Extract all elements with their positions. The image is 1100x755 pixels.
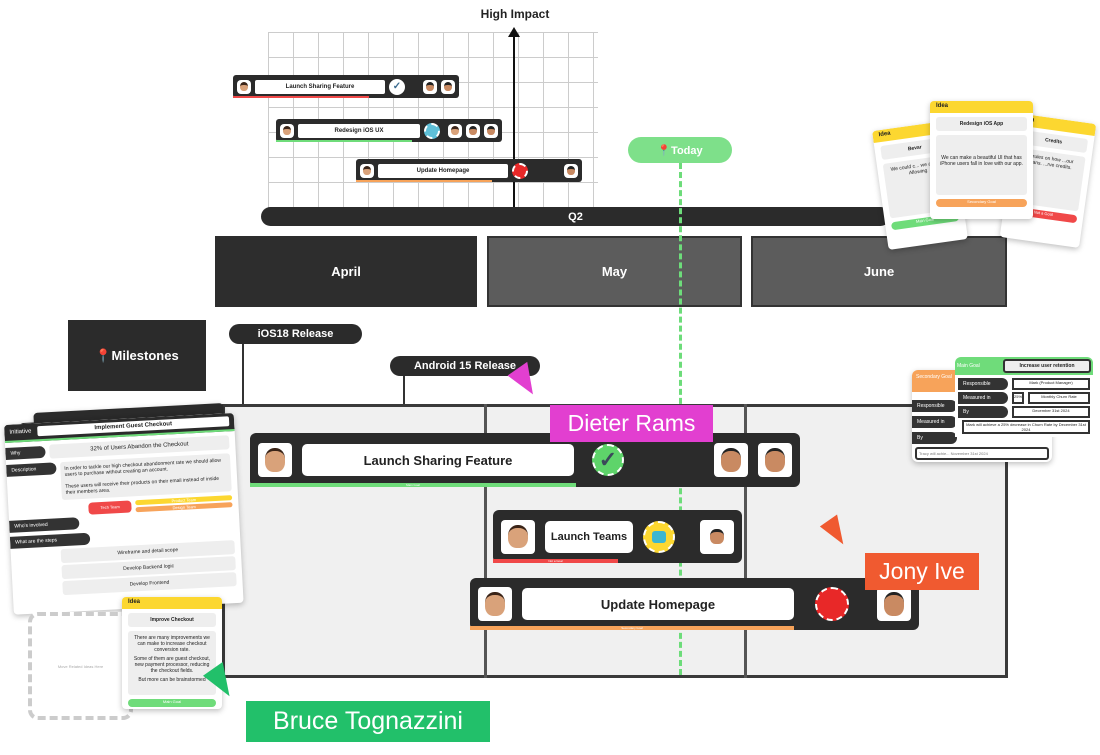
timeline-bar[interactable]: Launch Teams Not a Goal [493, 510, 742, 563]
by-date[interactable]: December 31st 2024 [1012, 406, 1090, 418]
description-text: These users will receive their products … [65, 475, 220, 496]
idea-body: There are many improvements we can make … [134, 635, 210, 653]
field-label: Responsible [958, 378, 1008, 390]
month-divider [484, 404, 487, 678]
avatar [423, 79, 437, 94]
avatar [484, 123, 498, 138]
avatar [466, 123, 480, 138]
high-impact-label: High Impact [480, 7, 550, 21]
milestone-ios18[interactable]: iOS18 Release [229, 324, 362, 344]
timeline-bar-title: Update Homepage [522, 588, 794, 620]
goal-underline [233, 96, 369, 98]
initiative-card[interactable]: Initiative Implement Guest Checkout Why … [4, 412, 244, 615]
timeline-bar[interactable]: Update Homepage Secondary Goal [470, 578, 919, 630]
matrix-item[interactable]: Update Homepage [356, 159, 582, 182]
avatar [360, 163, 374, 178]
goal-title: Increase user retention [1003, 359, 1091, 373]
goal-summary: Tracy will achie... [919, 451, 950, 456]
field-label: Responsible [912, 400, 957, 412]
stop-icon [815, 587, 849, 621]
goal-tag: Main Goal [128, 699, 216, 707]
avatar [441, 79, 455, 94]
goal-underline: Secondary Goal [470, 626, 794, 630]
description-text: In order to tackle our high checkout aba… [64, 457, 222, 478]
measure-value[interactable]: 25% [1012, 392, 1024, 404]
avatar [564, 163, 578, 178]
goal-underline [276, 140, 412, 142]
main-goal-tag: Main Goal [957, 363, 980, 369]
check-icon: ✓ [592, 444, 624, 476]
cursor-label-bruce-tognazzini: Bruce Tognazzini [246, 701, 490, 742]
idea-title: Improve Checkout [128, 613, 216, 627]
matrix-item-title: Launch Sharing Feature [255, 79, 385, 94]
description-label: Description [6, 462, 57, 477]
field-label: Measured in [958, 392, 1008, 404]
milestones-header: 📍Milestones [68, 320, 206, 391]
person-at-computer-icon [424, 122, 440, 139]
matrix-item-title: Update Homepage [378, 163, 508, 178]
milestone-connector [242, 334, 244, 406]
field-label: By [912, 432, 957, 444]
today-marker[interactable]: 📍Today [628, 137, 732, 163]
avatar-group [700, 519, 734, 554]
person-at-computer-icon [643, 520, 675, 553]
avatar [258, 443, 292, 477]
team-tag: Tech Team [88, 500, 133, 515]
avatar [501, 519, 535, 554]
goal-tag: Secondary Goal [936, 199, 1027, 207]
idea-body: We can make a beautiful UI that has iPho… [936, 135, 1027, 195]
why-label: Why [5, 445, 46, 460]
quarter-bar: Q2 [261, 207, 890, 226]
involved-label: Who's involved [9, 517, 80, 533]
idea-card[interactable]: Idea Improve Checkout There are many imp… [122, 597, 222, 709]
milestone-connector [403, 366, 405, 406]
avatar [237, 79, 251, 94]
secondary-goal-tag: Secondary Goal [912, 370, 957, 392]
goal-underline: Main Goal [250, 483, 576, 487]
idea-body: But more can be brainstormed [138, 677, 206, 683]
avatar [448, 123, 462, 138]
avatar [877, 587, 911, 621]
stop-icon [512, 162, 528, 179]
main-goal-card[interactable]: Main Goal Increase user retention Respon… [955, 357, 1093, 445]
field-label: By [958, 406, 1008, 418]
arrow-up-icon [508, 27, 520, 37]
goal-underline [356, 180, 492, 182]
impact-axis [513, 34, 515, 209]
responsible-value[interactable]: Mark (Product Manager) [1012, 378, 1090, 390]
matrix-item-title: Redesign iOS UX [298, 123, 420, 138]
idea-body: Some of them are guest checkout, new pay… [133, 656, 211, 674]
avatar [714, 443, 748, 477]
check-icon: ✓ [389, 78, 405, 95]
goal-date: November 31st 2024 [950, 451, 988, 456]
idea-title: Redesign iOS App [936, 117, 1027, 131]
month-divider [744, 404, 747, 678]
timeline-bar-title: Launch Sharing Feature [302, 444, 574, 476]
matrix-item[interactable]: Launch Sharing Feature ✓ [233, 75, 459, 98]
steps-label: What are the steps [9, 532, 91, 549]
goal-underline: Not a Goal [493, 559, 618, 563]
month-june: June [751, 236, 1007, 307]
measure-unit[interactable]: Monthly Churn Rate [1028, 392, 1090, 404]
idea-tag: Idea [930, 101, 1033, 113]
timeline-bar[interactable]: Launch Sharing Feature ✓ Main Goal [250, 433, 800, 487]
milestone-android15[interactable]: Android 15 Release [390, 356, 540, 376]
initiative-tag: Initiative [9, 428, 32, 436]
avatar [758, 443, 792, 477]
idea-tag: Idea [122, 597, 222, 609]
month-april: April [215, 236, 477, 307]
avatar [478, 587, 512, 621]
cursor-label-jony-ive: Jony Ive [865, 553, 979, 590]
month-may: May [487, 236, 742, 307]
timeline-bar-title: Launch Teams [545, 520, 633, 553]
ideas-dropzone[interactable]: Move Related Ideas Here [28, 612, 133, 720]
matrix-item[interactable]: Redesign iOS UX [276, 119, 502, 142]
idea-card[interactable]: Idea Redesign iOS App We can make a beau… [930, 101, 1033, 219]
cursor-label-dieter-rams: Dieter Rams [550, 405, 713, 442]
field-label: Measured in [912, 416, 957, 428]
avatar [280, 123, 294, 138]
goal-summary: Mark will achieve a 25% decrease in Chur… [962, 420, 1090, 434]
